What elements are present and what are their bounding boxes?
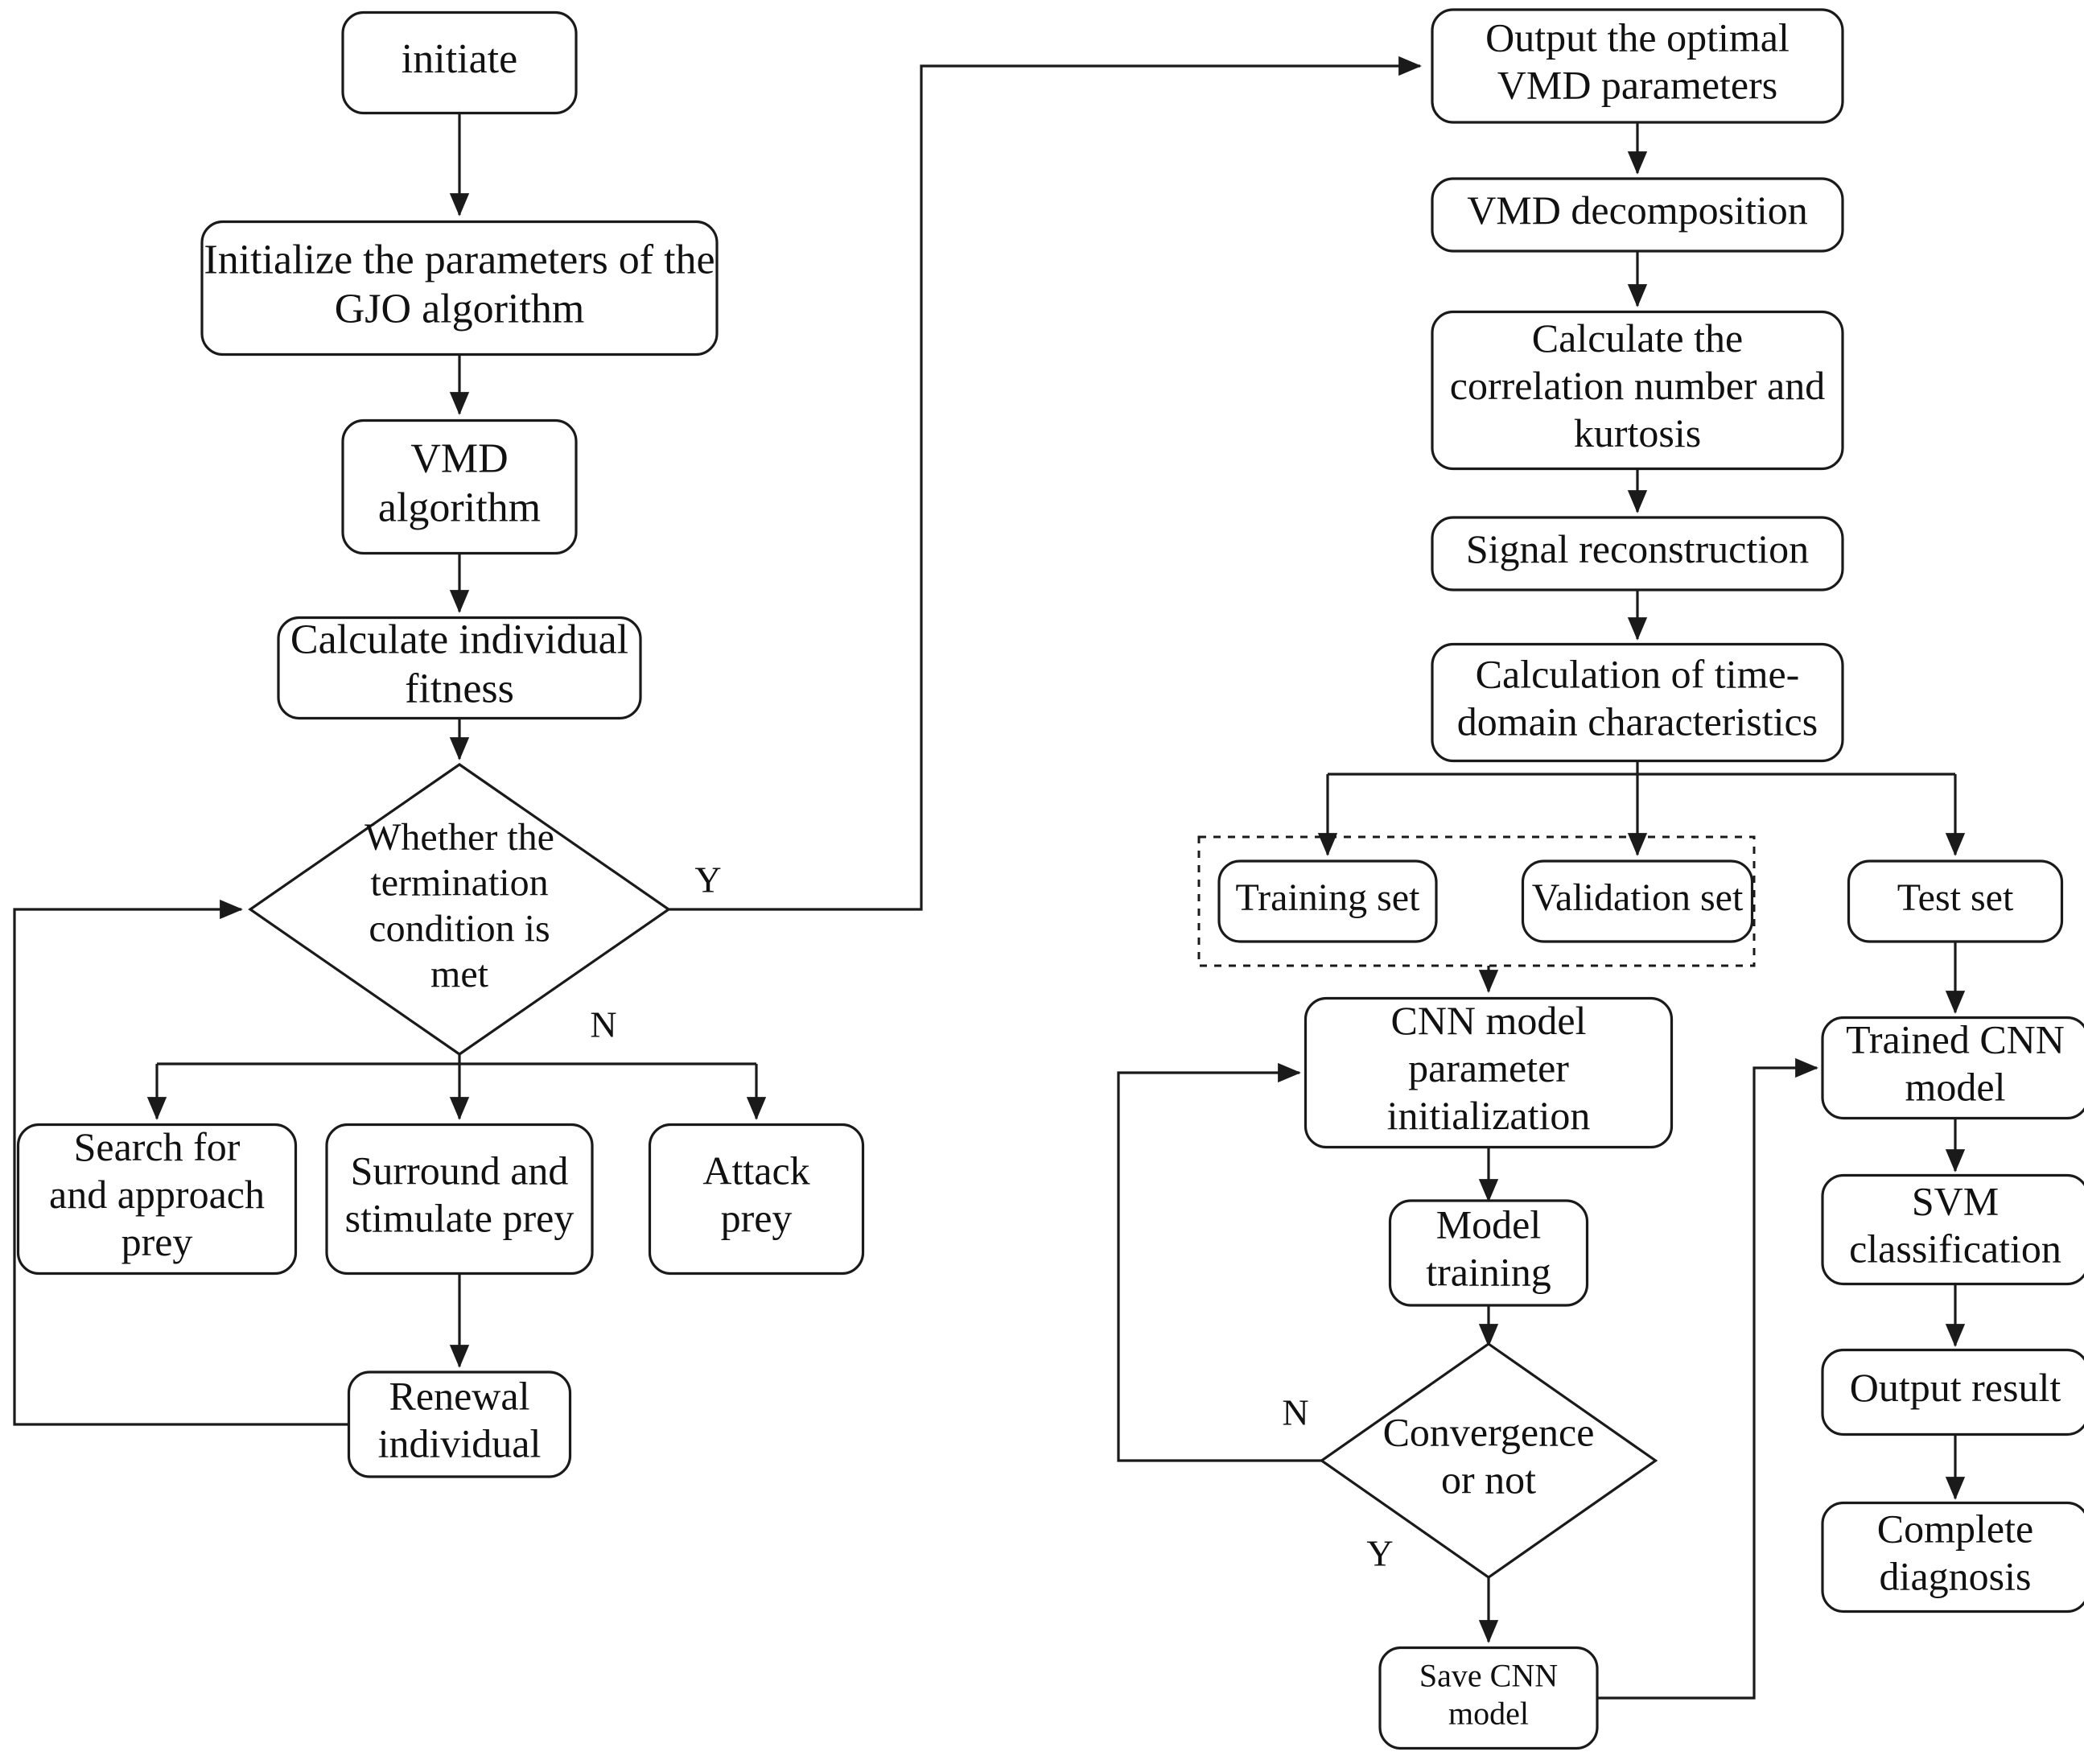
node-shape-surround-prey <box>325 1123 594 1276</box>
node-shape-save-cnn <box>1378 1646 1599 1750</box>
node-shape-convergence <box>1319 1342 1658 1579</box>
edge-label-term-no: N <box>590 1004 616 1045</box>
node-output-result[interactable]: Output result <box>1821 1348 2084 1436</box>
node-shape-output-result <box>1821 1348 2084 1436</box>
node-vmd-decomp[interactable]: VMD decomposition <box>1431 177 1844 253</box>
edge-termination-to-branch-bar <box>157 1054 756 1065</box>
node-shape-vmd-decomp <box>1431 177 1844 253</box>
node-shape-search-prey <box>16 1123 298 1276</box>
node-shape-calc-corr <box>1431 310 1844 471</box>
node-label-output-result: Output result <box>1850 1365 2061 1410</box>
edge-label-conv-yes: Y <box>1366 1533 1393 1574</box>
node-shape-trained-cnn <box>1821 1016 2084 1120</box>
group-boxes-layer <box>1197 835 1756 967</box>
edge-label-term-yes: Y <box>694 859 721 901</box>
node-label-training-set: Training set <box>1236 876 1421 919</box>
node-signal-recon[interactable]: Signal reconstruction <box>1431 516 1844 591</box>
node-training-set[interactable]: Training set <box>1217 859 1438 943</box>
edge-termination-to-output-vmd-params <box>669 56 1422 911</box>
node-shape-cnn-init <box>1304 996 1674 1149</box>
node-shape-complete-diag <box>1821 1501 2084 1614</box>
node-label-initiate: initiate <box>402 36 517 82</box>
node-shape-test-set <box>1847 859 2064 943</box>
node-label-validation-set: Validation set <box>1532 876 1744 919</box>
node-shape-termination <box>248 763 671 1056</box>
edge-convergence-to-cnn-init <box>1117 1062 1322 1462</box>
node-shape-initiate <box>341 10 578 115</box>
node-initiate[interactable]: initiate <box>341 10 578 115</box>
node-shape-model-training <box>1388 1199 1589 1307</box>
node-shape-calc-fitness <box>277 616 642 720</box>
edge-renewal-to-termination <box>13 899 348 1426</box>
node-shape-renewal <box>347 1370 572 1478</box>
edge-label-conv-no: N <box>1282 1392 1308 1433</box>
node-label-vmd-decomp: VMD decomposition <box>1467 188 1808 233</box>
node-shape-init-gjo <box>200 220 719 357</box>
group-box-train-val-group <box>1197 835 1756 967</box>
node-label-test-set: Test set <box>1897 876 2014 919</box>
edges-layer <box>13 56 1966 1700</box>
node-shape-time-domain <box>1431 642 1844 763</box>
node-label-signal-recon: Signal reconstruction <box>1466 526 1809 571</box>
node-time-domain[interactable]: Calculation of time-domain characteristi… <box>1431 642 1844 763</box>
edge-time-domain-to-split-bar <box>1328 761 1955 776</box>
edge-labels-layer: Y N N Y <box>590 859 1393 1574</box>
node-validation-set[interactable]: Validation set <box>1521 859 1754 943</box>
node-shape-svm-class <box>1821 1173 2084 1286</box>
node-shape-training-set <box>1217 859 1438 943</box>
node-shape-output-vmd-params <box>1431 8 1844 124</box>
edge-save-cnn-to-trained-cnn <box>1597 1057 1818 1700</box>
node-shape-attack-prey <box>648 1123 865 1276</box>
node-shape-validation-set <box>1521 859 1754 943</box>
node-label-time-domain: Calculation of time-domain characteristi… <box>1457 652 1818 744</box>
node-test-set[interactable]: Test set <box>1847 859 2064 943</box>
node-shape-signal-recon <box>1431 516 1844 591</box>
node-shape-vmd-algorithm <box>341 418 578 555</box>
